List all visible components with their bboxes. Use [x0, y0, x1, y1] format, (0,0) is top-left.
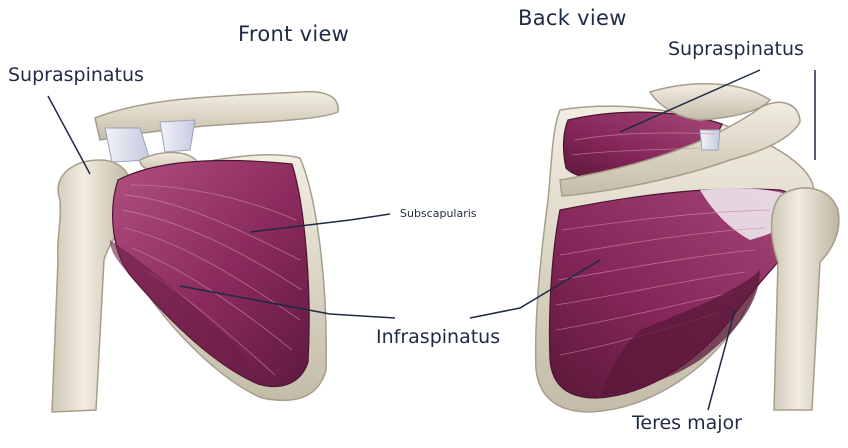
front-view-title: Front view [238, 24, 349, 45]
leader-supraspinatus-front [48, 96, 90, 174]
label-supraspinatus-front: Supraspinatus [8, 66, 144, 85]
back-humerus [772, 188, 839, 410]
label-subscapularis: Subscapularis [400, 208, 477, 219]
label-infraspinatus: Infraspinatus [376, 328, 500, 347]
back-view-title: Back view [518, 8, 627, 29]
back-view [470, 70, 839, 412]
label-teres-major: Teres major [632, 414, 742, 433]
label-supraspinatus-back: Supraspinatus [668, 40, 804, 59]
back-tendon [700, 130, 720, 150]
front-view [48, 92, 395, 412]
